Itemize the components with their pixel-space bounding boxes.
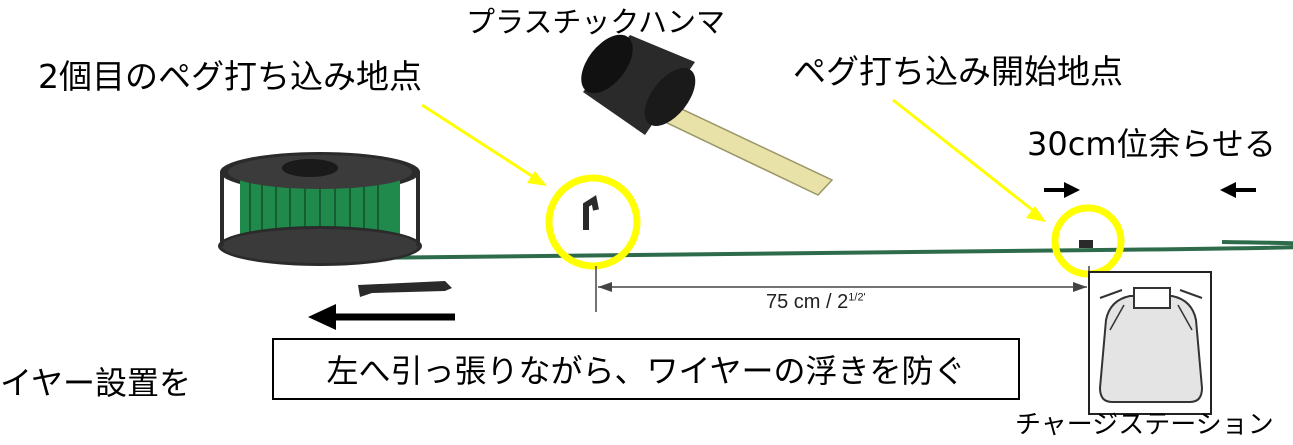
slack-arrow-left [1220,182,1256,198]
pointer-arrow-second-peg [421,103,547,186]
peg-start-label: ペグ打ち込み開始地点 [793,52,1123,91]
instruction-box: 左へ引っ張りながら、ワイヤーの浮きを防ぐ [272,338,1020,400]
hammer-label: プラスチックハンマ [466,5,725,39]
plastic-hammer-illustration [581,34,834,196]
distance-superscript: 1/2' [848,291,866,304]
pull-left-arrow [308,304,455,330]
second-peg-label: 2個目のペグ打ち込み地点 [38,57,422,96]
loose-peg [358,281,452,297]
boundary-wire [259,240,1293,261]
charging-station-illustration [1088,271,1212,415]
wire-spool [218,152,422,266]
wire-install-label: イヤー設置を [0,364,192,402]
pointer-arrow-start-peg [892,98,1046,222]
instruction-text: 左へ引っ張りながら、ワイヤーの浮きを防ぐ [326,352,966,390]
charging-station-label: チャージステーション [1015,410,1274,440]
distance-label: 75 cm / 21/2' [766,292,866,312]
slack-arrow-right [1044,182,1080,198]
callout-circle-second-peg [545,174,641,270]
planted-peg-second [583,195,599,230]
distance-main-text: 75 cm / 2 [766,291,849,313]
slack-label: 30cm位余らせる [1027,125,1276,163]
planted-peg-start [1079,240,1093,248]
